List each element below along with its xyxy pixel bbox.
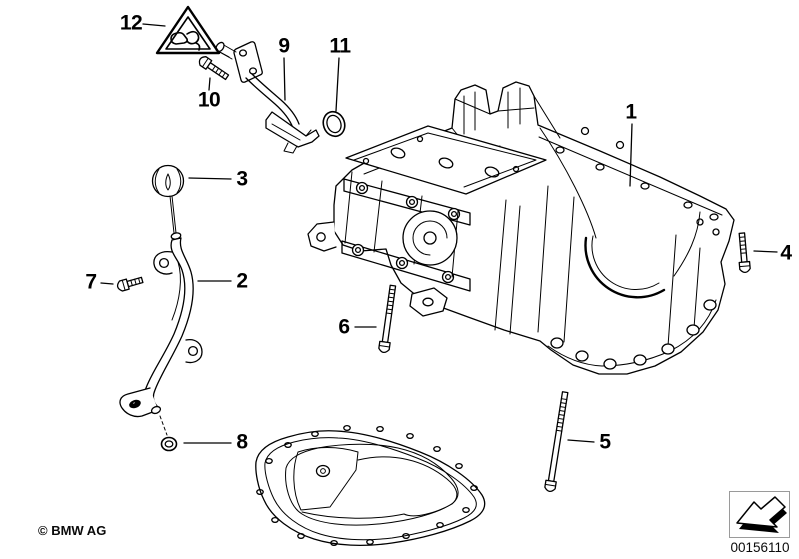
callout-1[interactable]: 1	[625, 100, 637, 124]
callout-5[interactable]: 5	[599, 430, 611, 454]
reference-number: 00156110	[730, 540, 790, 555]
callout-9[interactable]: 9	[278, 34, 290, 58]
bolt-7-drawing	[116, 276, 144, 292]
callout-11[interactable]: 11	[329, 34, 351, 58]
nav-arrow-box[interactable]	[729, 491, 790, 538]
callout-4[interactable]: 4	[780, 241, 792, 265]
copyright-text: © BMW AG	[38, 523, 107, 538]
callout-6[interactable]: 6	[338, 315, 350, 339]
leader-lines	[100, 23, 778, 444]
bolt-6-drawing	[378, 284, 397, 354]
o-ring-11-drawing	[322, 110, 346, 138]
o-ring-8-drawing	[160, 436, 178, 452]
callout-3[interactable]: 3	[236, 167, 248, 191]
callout-8[interactable]: 8	[236, 430, 248, 454]
back-arrow-3d-icon	[736, 496, 787, 533]
callout-2[interactable]: 2	[236, 269, 248, 293]
callout-12[interactable]: 12	[119, 11, 143, 35]
bolt-4-drawing	[738, 232, 751, 274]
callout-10[interactable]: 10	[197, 88, 221, 112]
engine-block-drawing	[307, 81, 735, 375]
hand-pinch-warning-icon	[155, 5, 230, 58]
oil-level-sensor-drawing	[215, 41, 320, 154]
oil-pan-cover-drawing	[255, 424, 486, 547]
bolt-5-drawing	[544, 391, 569, 493]
bolt-10-drawing	[198, 56, 230, 81]
dipstick-drawing	[119, 164, 203, 436]
callout-7[interactable]: 7	[85, 270, 97, 294]
